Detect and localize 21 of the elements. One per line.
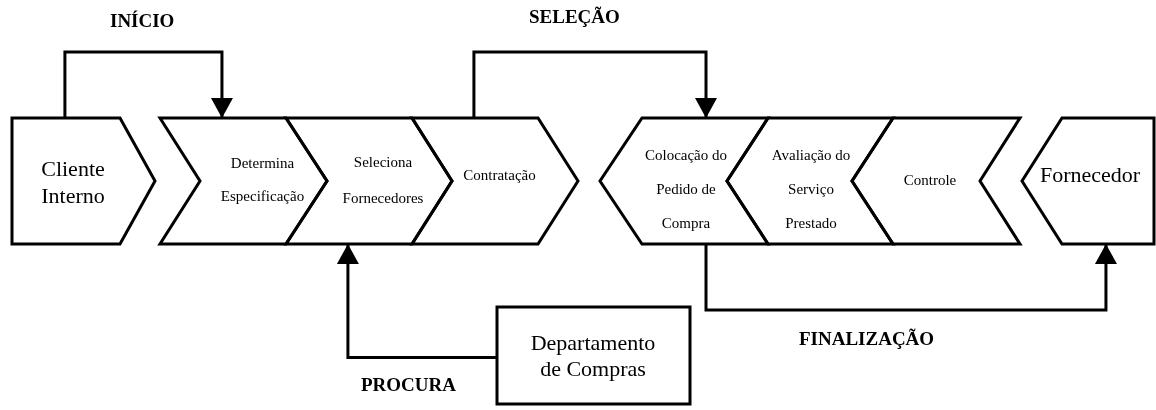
- node-label: Seleciona Fornecedores: [341, 153, 425, 208]
- node-label: Departamento de Compras: [529, 328, 657, 383]
- process-box: [497, 307, 690, 404]
- node-label: Fornecedor: [1038, 160, 1142, 189]
- pentagon-arrow-shape: [1022, 118, 1154, 244]
- arrow: [63, 50, 233, 118]
- edge-label: FINALIZAÇÃO: [797, 328, 937, 350]
- node-label: Avaliação do Serviço Prestado: [770, 146, 852, 233]
- edge-label: SELEÇÃO: [527, 6, 622, 28]
- node-label: Contratação: [462, 166, 537, 185]
- chevron-shape: [600, 118, 768, 244]
- node-label: Determina Especificação: [219, 154, 306, 206]
- node-label: Cliente Interno: [40, 155, 106, 210]
- chevron-shape: [727, 118, 893, 244]
- pentagon-arrow-shape: [12, 118, 155, 244]
- node-label: Colocação do Pedido de Compra: [643, 146, 729, 233]
- arrow: [704, 244, 1117, 312]
- chevron-shape: [852, 118, 1020, 244]
- node-label: Controle: [902, 171, 958, 190]
- arrow: [336, 244, 497, 359]
- arrow: [472, 50, 717, 118]
